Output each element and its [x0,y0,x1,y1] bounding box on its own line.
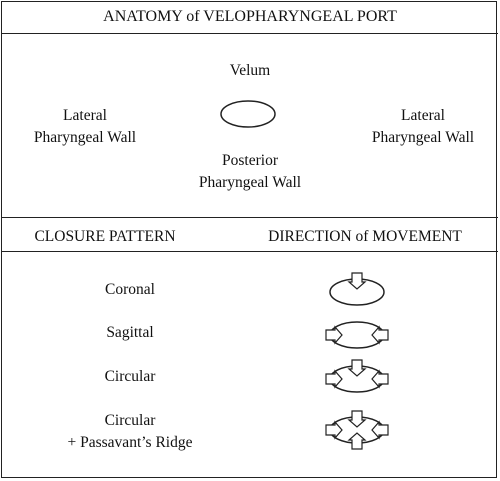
title-divider [1,33,498,34]
arrow-left-icon [325,325,343,345]
section-divider [1,217,498,218]
pattern-sagittal-label: Sagittal [106,324,154,341]
arrow-top-icon [347,272,367,290]
velopharyngeal-port-oval [220,100,276,128]
arrow-right-icon [371,325,389,345]
posterior-wall-label: Posterior Pharyngeal Wall [198,152,302,191]
arrow-right-icon [371,420,389,440]
velum-label: Velum [229,62,271,79]
pattern-circular-passavant-label: Circular + Passavant’s Ridge [67,412,193,451]
direction-icon-4 [325,410,389,450]
closure-pattern-header: CLOSURE PATTERN [34,228,176,245]
direction-icon-2 [325,321,389,349]
direction-header: DIRECTION of MOVEMENT [268,228,462,245]
arrow-left-icon [325,420,343,440]
direction-icon-3 [325,359,389,393]
diagram-title: ANATOMY of VELOPHARYNGEAL PORT [103,8,397,25]
arrow-bottom-icon [347,432,367,450]
pattern-circular-label: Circular [104,368,156,385]
arrow-right-icon [371,369,389,389]
arrow-top-icon [347,359,367,377]
direction-icon-1 [329,272,385,306]
header-divider [1,251,498,252]
pattern-coronal-label: Coronal [105,281,155,298]
lateral-wall-right-label: Lateral Pharyngeal Wall [371,107,475,146]
lateral-wall-left-label: Lateral Pharyngeal Wall [33,107,137,146]
arrow-top-icon [347,410,367,428]
arrow-left-icon [325,369,343,389]
